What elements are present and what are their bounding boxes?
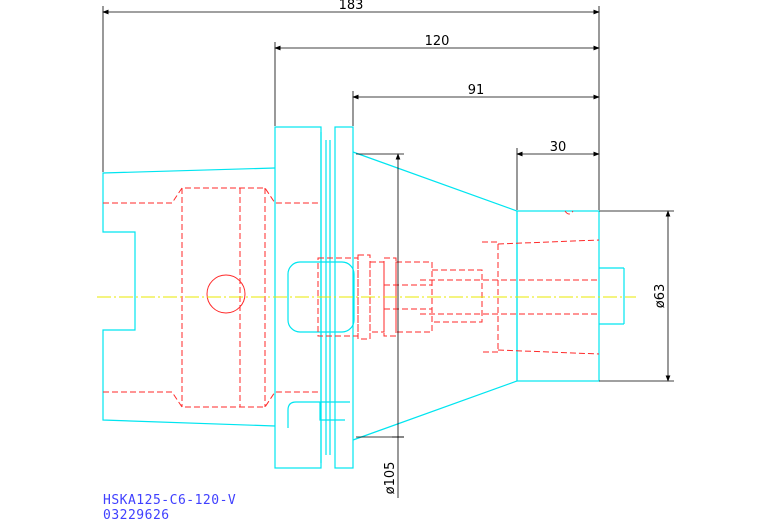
cross-bore bbox=[206, 274, 246, 314]
part-number: 03229626 bbox=[103, 508, 170, 523]
dim-30-label: 30 bbox=[550, 140, 567, 155]
dim-d105-label: ø105 bbox=[383, 462, 398, 495]
dim-91-label: 91 bbox=[468, 83, 485, 98]
dim-120-label: 120 bbox=[425, 34, 450, 49]
model-designation: HSKA125-C6-120-V bbox=[103, 493, 237, 508]
cone-outline bbox=[352, 151, 518, 441]
shank-outline bbox=[102, 167, 276, 427]
drive-pocket bbox=[287, 261, 355, 333]
nose-outline bbox=[516, 210, 600, 382]
dim-d63-label: ø63 bbox=[653, 284, 668, 309]
dim-183-label: 183 bbox=[339, 0, 364, 13]
dimension-lines bbox=[102, 6, 674, 498]
